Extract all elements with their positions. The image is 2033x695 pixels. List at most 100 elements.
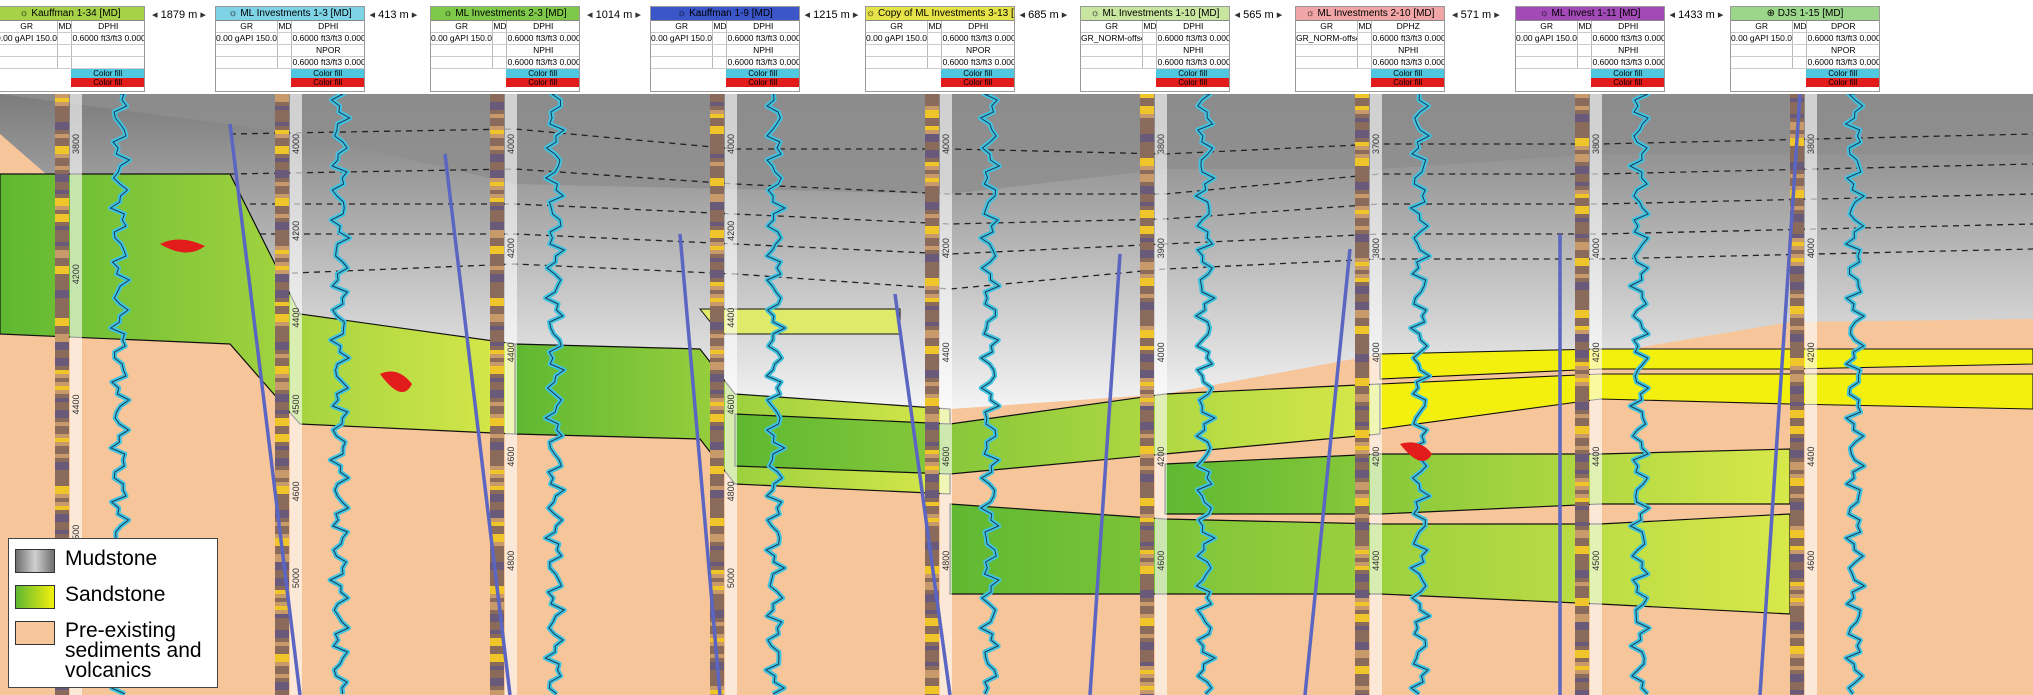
- well-title[interactable]: ☼ ML Invest 1-11 [MD]: [1516, 7, 1664, 21]
- gr-log-segment: [925, 514, 939, 518]
- gr-log-segment: [925, 306, 939, 310]
- gr-log-segment: [1790, 438, 1804, 442]
- gr-log-segment: [55, 282, 69, 286]
- well-title[interactable]: ☼ ML Investments 1-10 [MD]: [1081, 7, 1229, 21]
- gr-log-segment: [710, 498, 724, 502]
- md-track-label: MD: [1793, 21, 1808, 32]
- md-track-label: [1143, 57, 1158, 68]
- gr-log-segment: [710, 398, 724, 402]
- gr-log-segment: [490, 250, 504, 254]
- gr-log-segment: [275, 198, 289, 202]
- gr-log-segment: [1355, 246, 1369, 250]
- gr-log-segment: [925, 94, 939, 98]
- gr-log-segment: [1575, 630, 1589, 634]
- gr-log-segment: [925, 470, 939, 474]
- well-title[interactable]: ☼ ML Investments 2-3 [MD]: [431, 7, 579, 21]
- gr-log-segment: [1790, 206, 1804, 210]
- gr-log-segment: [925, 462, 939, 466]
- gr-log-segment: [1355, 514, 1369, 518]
- gr-log-segment: [490, 538, 504, 542]
- gr-log-segment: [925, 458, 939, 462]
- gr-log-segment: [1790, 218, 1804, 222]
- gr-log-segment: [925, 270, 939, 274]
- gr-log-segment: [925, 678, 939, 682]
- gr-log-segment: [710, 358, 724, 362]
- gr-log-segment: [1140, 558, 1154, 562]
- gr-log-segment: [1790, 658, 1804, 662]
- well-title[interactable]: ☼ Kauffman 1-9 [MD]: [651, 7, 799, 21]
- gr-log-segment: [275, 686, 289, 690]
- gr-log-segment: [1140, 378, 1154, 382]
- gr-log-segment: [1575, 310, 1589, 314]
- gr-log-segment: [55, 422, 69, 426]
- gr-log-segment: [1355, 302, 1369, 306]
- gr-track-label: GR_NORM-offset: [1081, 33, 1144, 44]
- well-title[interactable]: ⊕ DJS 1-15 [MD]: [1731, 7, 1879, 21]
- sandstone-swatch: [15, 585, 55, 609]
- depth-label: 4200: [291, 221, 301, 241]
- gr-log-segment: [490, 158, 504, 162]
- gr-log-segment: [1355, 546, 1369, 550]
- gr-log-segment: [925, 398, 939, 402]
- well-title-text: Copy of ML Investments 3-13 [MD]: [877, 8, 1014, 19]
- gr-log-segment: [1790, 238, 1804, 242]
- gr-log-segment: [275, 122, 289, 126]
- gr-log-segment: [1355, 222, 1369, 226]
- gr-log-segment: [490, 282, 504, 286]
- pre-existing-swatch: [15, 621, 55, 645]
- gr-log-segment: [1790, 590, 1804, 594]
- gr-log-segment: [1790, 190, 1804, 194]
- gr-log-segment: [1790, 310, 1804, 314]
- well-header[interactable]: ☼ Copy of ML Investments 3-13 [MD]GRMDDP…: [865, 6, 1015, 92]
- gr-log-segment: [1575, 170, 1589, 174]
- well-title[interactable]: ☼ Copy of ML Investments 3-13 [MD]: [866, 7, 1014, 21]
- gr-log-segment: [710, 690, 724, 694]
- gr-log-segment: [275, 186, 289, 190]
- gr-log-segment: [1140, 610, 1154, 614]
- gr-log-segment: [1575, 566, 1589, 570]
- gr-log-segment: [275, 202, 289, 206]
- gr-log-segment: [275, 382, 289, 386]
- gr-log-segment: [490, 106, 504, 110]
- gr-log-segment: [1575, 142, 1589, 146]
- gr-log-segment: [490, 238, 504, 242]
- gr-log-segment: [1355, 362, 1369, 366]
- gr-log-segment: [1140, 170, 1154, 174]
- gr-log-segment: [1575, 338, 1589, 342]
- gr-log-segment: [275, 246, 289, 250]
- gr-log-segment: [55, 286, 69, 290]
- gr-log-segment: [275, 502, 289, 506]
- gr-log-segment: [925, 350, 939, 354]
- gr-log-segment: [490, 114, 504, 118]
- well-title[interactable]: ☼ ML Investments 2-10 [MD]: [1296, 7, 1444, 21]
- gr-log-segment: [1790, 522, 1804, 526]
- gr-log-segment: [1355, 602, 1369, 606]
- gr-log-segment: [925, 638, 939, 642]
- gr-log-segment: [1790, 674, 1804, 678]
- gr-log-segment: [1575, 126, 1589, 130]
- md-track-label: [1793, 45, 1808, 56]
- gr-log-segment: [1790, 222, 1804, 226]
- gr-log-segment: [710, 270, 724, 274]
- gr-log-segment: [1355, 338, 1369, 342]
- gr-log-segment: [710, 622, 724, 626]
- md-track-label: [1793, 57, 1808, 68]
- gr-log-segment: [1790, 386, 1804, 390]
- well-title[interactable]: ☼ ML Investments 1-3 [MD]: [216, 7, 364, 21]
- well-title[interactable]: ☼ Kauffman 1-34 [MD]: [0, 7, 144, 21]
- gr-log-segment: [1140, 606, 1154, 610]
- gr-log-segment: [1140, 346, 1154, 350]
- gr-log-segment: [1575, 578, 1589, 582]
